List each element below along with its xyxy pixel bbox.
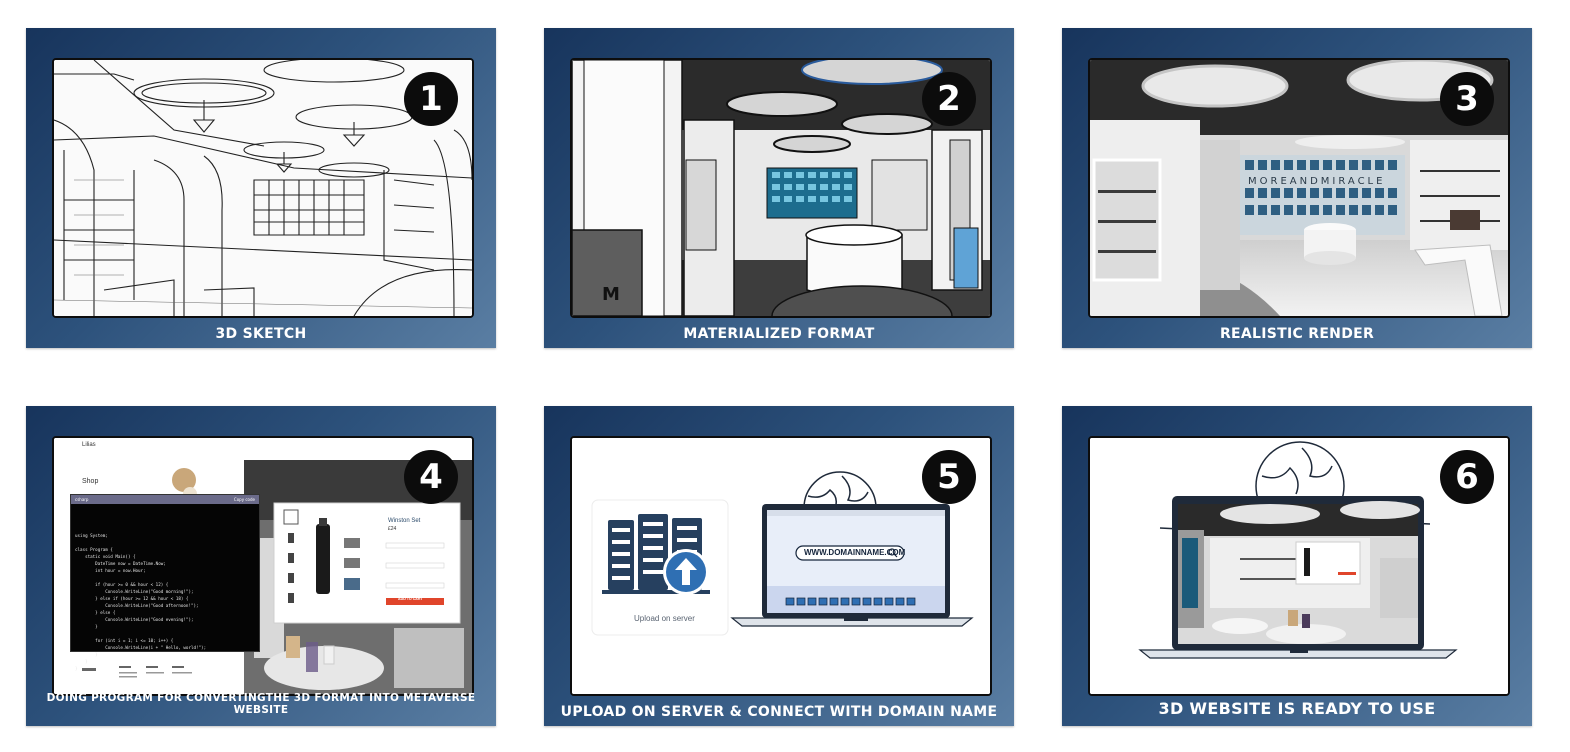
step-caption: 3D SKETCH [215,326,307,342]
code-content: using System; class Program { static voi… [75,533,207,671]
search-icon [888,548,896,556]
upload-label: Upload on server [634,614,695,623]
programming-image: Lilias Shop Winston Set £24 ADD TO CART … [52,436,474,696]
step-card-2: M 2 MATERIALIZED FORMAT [544,28,1014,348]
add-to-cart-button[interactable]: ADD TO CART [398,597,423,601]
step-card-5: WWW.DOMAINNAME.COM Upload on server 5 UP… [544,406,1014,726]
step-number-badge: 4 [404,450,458,504]
step-number-badge: 2 [922,72,976,126]
svg-text:M: M [602,284,620,305]
step-number-badge: 3 [1440,72,1494,126]
copy-code-button[interactable]: Copy code [233,497,255,502]
upload-arrow-icon [663,549,709,595]
product-name: Winston Set [388,518,421,524]
realistic-render-image: MOREANDMIRACLE 3 [1088,58,1510,318]
code-language: csharp [75,497,89,502]
website-ready-image: 6 [1088,436,1510,696]
step-card-3: MOREANDMIRACLE 3 REALISTIC RENDER [1062,28,1532,348]
step-caption: REALISTIC RENDER [1219,326,1375,342]
step-number-badge: 6 [1440,450,1494,504]
code-editor: csharp Copy code using System; class Pro… [70,494,260,671]
shop-brand: Lilias [82,442,96,448]
materialized-image: M 2 [570,58,992,318]
step-caption: 3D WEBSITE IS READY TO USE [1158,699,1436,718]
step-card-4: Lilias Shop Winston Set £24 ADD TO CART … [26,406,496,726]
laptop-icon [1138,496,1458,659]
step-caption: MATERIALIZED FORMAT [683,326,875,342]
step-caption: DOING PROGRAM FOR CONVERTINGTHE 3D FORMA… [46,692,476,716]
product-price: £24 [388,526,397,532]
laptop-icon [730,504,974,627]
sketch-image: 1 [52,58,474,318]
domain-name-text: WWW.DOMAINNAME.COM [804,548,906,557]
shop-heading: Shop [82,478,99,485]
code-editor-titlebar: csharp Copy code [71,495,259,504]
step-number-badge: 5 [922,450,976,504]
step-caption: UPLOAD ON SERVER & CONNECT WITH DOMAIN N… [560,704,998,720]
step-number-badge: 1 [404,72,458,126]
step-card-1: 1 3D SKETCH [26,28,496,348]
step-card-6: 6 3D WEBSITE IS READY TO USE [1062,406,1532,726]
store-sign: MOREANDMIRACLE [1248,176,1385,187]
upload-illustration: WWW.DOMAINNAME.COM Upload on server 5 [570,436,992,696]
